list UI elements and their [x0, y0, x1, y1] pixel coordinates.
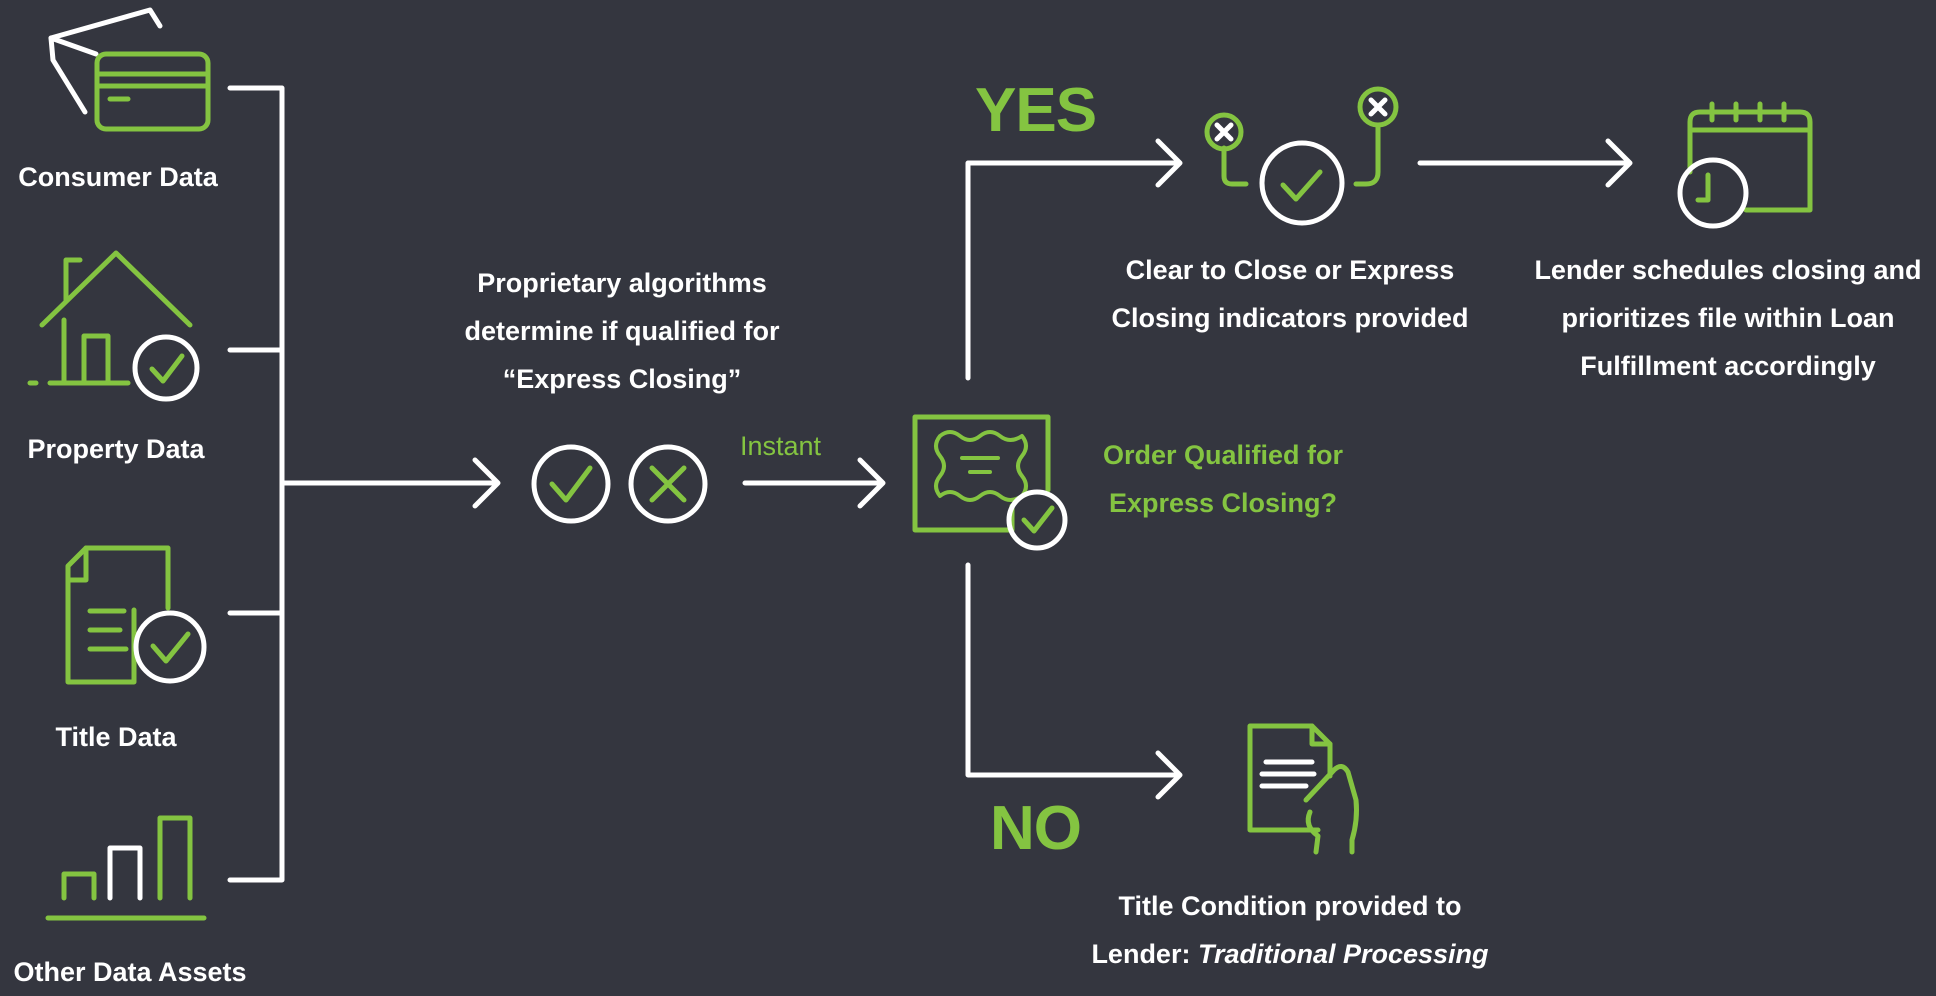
lender-schedules-line-1: Lender schedules closing and [1534, 255, 1922, 285]
title-condition-line-2: Lender: Traditional Processing [1090, 930, 1490, 978]
lender-schedules-text: Lender schedules closing and prioritizes… [1520, 246, 1936, 390]
arrow-no [965, 562, 1183, 800]
algorithm-text: Proprietary algorithms determine if qual… [430, 259, 814, 403]
clear-to-close-line-1: Clear to Close or Express [1125, 255, 1455, 285]
arrow-instant [742, 457, 886, 509]
yes-label: YES [975, 76, 1097, 145]
algorithm-line-3: “Express Closing” [502, 364, 742, 394]
decision-text: Order Qualified for Express Closing? [1080, 431, 1366, 527]
algorithm-line-2: determine if qualified for [464, 316, 780, 346]
certificate-check-icon [912, 414, 1068, 551]
instant-label: Instant [740, 431, 822, 461]
consumer-data-label: Consumer Data [18, 162, 218, 192]
house-check-icon [27, 250, 200, 402]
title-condition-prefix: Lender: [1091, 939, 1198, 969]
decision-line-2: Express Closing? [1108, 488, 1338, 518]
other-data-assets-label: Other Data Assets [13, 957, 247, 987]
arrow-to-lender [1417, 138, 1633, 188]
connectors [227, 85, 1633, 883]
arrow-to-algorithm [279, 457, 501, 509]
clear-to-close-line-2: Closing indicators provided [1111, 303, 1469, 333]
property-data-label: Property Data [27, 434, 205, 464]
check-circle-icon [531, 444, 611, 524]
bar-chart-icon [45, 815, 207, 921]
lender-schedules-line-2: prioritizes file within Loan [1561, 303, 1895, 333]
algorithm-line-1: Proprietary algorithms [477, 268, 767, 298]
title-condition-text: Title Condition provided to Lender: Trad… [1090, 882, 1490, 978]
title-data-label: Title Data [55, 722, 177, 752]
source-bracket-line [227, 85, 285, 883]
document-check-icon [65, 545, 207, 685]
document-hand-icon [1247, 723, 1359, 855]
calendar-clock-icon [1677, 101, 1813, 229]
x-circle-icon [628, 444, 708, 524]
title-condition-italic: Traditional Processing [1197, 939, 1489, 969]
arrow-yes [965, 138, 1183, 381]
title-condition-line-1: Title Condition provided to [1118, 891, 1462, 921]
decision-line-1: Order Qualified for [1102, 440, 1344, 470]
lender-schedules-line-3: Fulfillment accordingly [1580, 351, 1876, 381]
clear-to-close-text: Clear to Close or Express Closing indica… [1090, 246, 1490, 342]
credit-card-icon [48, 7, 211, 132]
no-label: NO [990, 794, 1082, 863]
checkpoint-icon [1204, 86, 1399, 226]
